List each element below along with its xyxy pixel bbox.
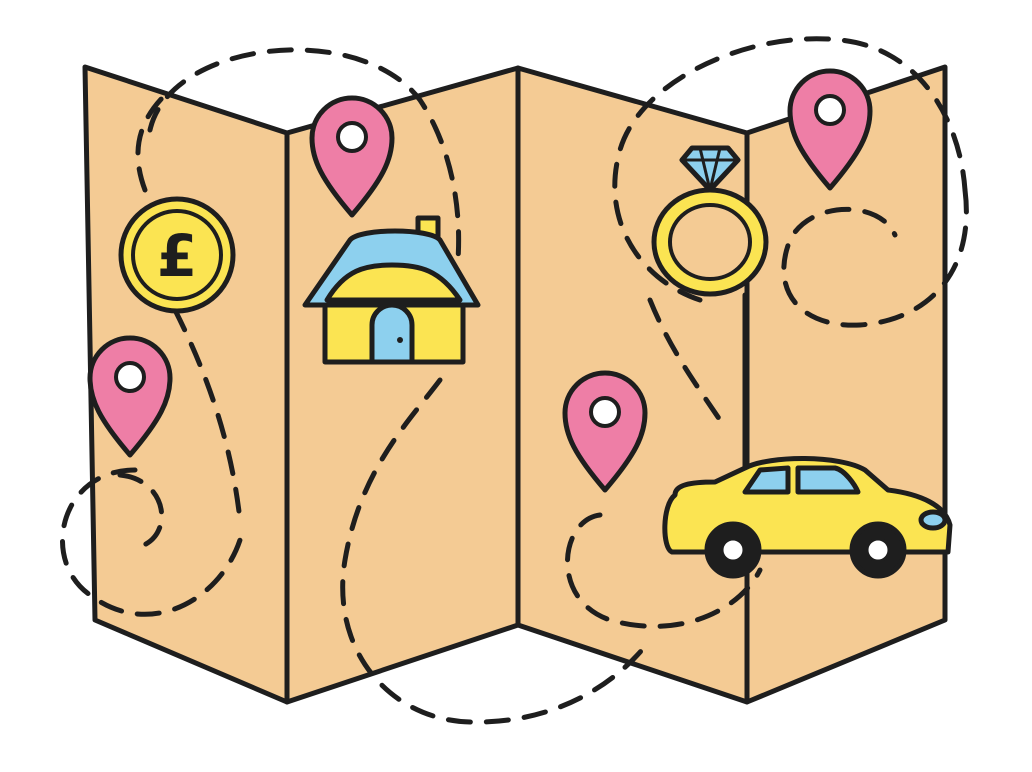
dashed-routes [59,36,969,725]
location-pin-icon [87,335,173,458]
route-coin-to-pin [172,307,243,523]
route-ring-to-pin [647,297,723,423]
location-pin-icon [309,95,395,218]
route-top-left-loop [147,47,462,333]
route-inner-left-loop [117,472,165,551]
route-ring-left-loop [612,36,968,303]
route-left-descent [135,92,168,193]
ring-icon [651,145,769,297]
pound-symbol: £ [157,222,197,290]
car-icon [662,456,953,579]
house-icon [302,215,481,365]
route-bottom-left-loop [59,467,243,617]
coin-icon: £ [118,196,236,314]
route-right-loop [781,187,969,328]
location-pin-icon [562,370,648,493]
route-house-down [340,377,653,725]
location-pin-icon [787,68,873,191]
route-bottom-middle-loop [565,512,763,629]
